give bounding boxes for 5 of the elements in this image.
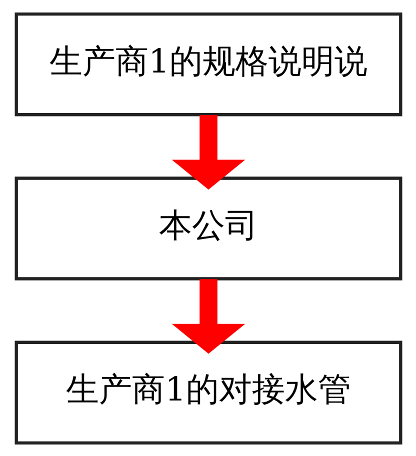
arrow (171, 278, 245, 354)
node-box: 本公司 (14, 176, 402, 280)
arrow (171, 114, 245, 190)
node-box: 生产商1的规格说明说 (14, 12, 402, 116)
node-box: 生产商1的对接水管 (14, 340, 402, 444)
